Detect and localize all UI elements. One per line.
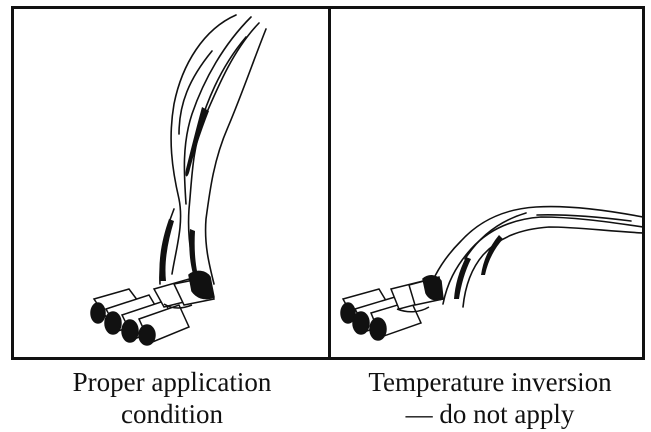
smoke-plume [425, 205, 642, 308]
caption-line: Temperature inversion [368, 367, 612, 397]
caption-line: condition [121, 399, 223, 429]
panel-divider [328, 6, 331, 360]
smudge-pots [90, 270, 215, 346]
smoke-plume [159, 14, 267, 285]
caption-temperature-inversion: Temperature inversion — do not apply [340, 366, 640, 430]
caption-proper-application: Proper application condition [22, 366, 322, 430]
caption-line: — do not apply [405, 399, 575, 429]
smoke-dark-strands [159, 107, 209, 284]
rising-smoke-illustration [90, 14, 267, 346]
smoke-dark-strands [454, 235, 503, 299]
inversion-smoke-illustration [340, 205, 642, 341]
smudge-pots [340, 275, 444, 341]
caption-line: Proper application [72, 367, 272, 397]
